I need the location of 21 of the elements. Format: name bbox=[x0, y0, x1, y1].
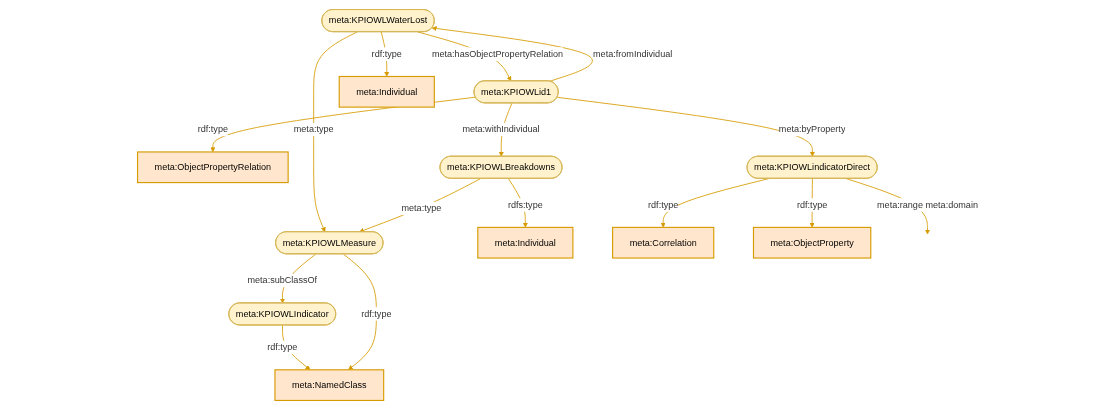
edge-label: meta:byProperty bbox=[779, 123, 846, 134]
edge-label: meta:type bbox=[401, 202, 442, 213]
edge-label: rdfs:type bbox=[508, 199, 543, 210]
edge-label: meta:hasObjectPropertyRelation bbox=[432, 48, 564, 59]
edge-label: meta:type bbox=[293, 123, 334, 134]
node-box: meta:Correlation bbox=[612, 226, 715, 259]
edge-label: rdf:type bbox=[648, 199, 679, 210]
node-box: meta:Individual bbox=[338, 75, 436, 108]
edge-label: rdf:type bbox=[267, 341, 298, 352]
edge-label: meta:withIndividual bbox=[462, 123, 540, 134]
node-box: meta:NamedClass bbox=[274, 368, 385, 401]
edge-label: rdf:type bbox=[197, 123, 229, 134]
edge-label: rdf:type bbox=[371, 48, 403, 59]
node-box: meta:ObjectProperty bbox=[753, 226, 872, 259]
edge-label: meta:range meta:domain bbox=[877, 199, 979, 210]
edge-label: meta:subClassOf bbox=[247, 274, 318, 285]
edge-label: meta:fromIndividual bbox=[593, 48, 673, 59]
edge-label: rdf:type bbox=[361, 308, 392, 318]
edge-label: rdf:type bbox=[797, 199, 828, 210]
node-box: meta:Individual bbox=[477, 226, 574, 259]
node-box: meta:ObjectPropertyRelation bbox=[137, 150, 289, 183]
